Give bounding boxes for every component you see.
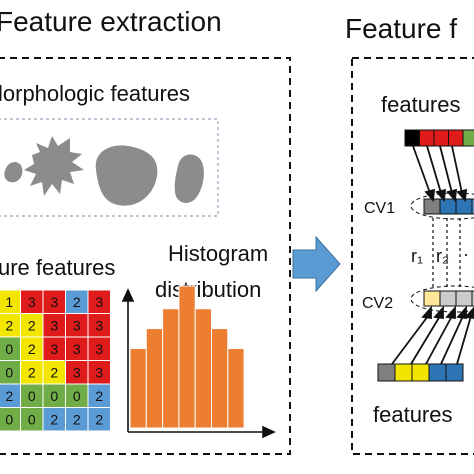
grid-cell-value: 0	[50, 388, 58, 404]
r2-label: r₂	[436, 246, 449, 266]
correlation-connectors	[432, 218, 461, 288]
cv1-strip-cell	[471, 198, 474, 215]
bottom-arrows	[391, 305, 474, 365]
grid-cell-value: 0	[5, 411, 13, 427]
grid-cell-value: 2	[73, 411, 81, 427]
grid-cell-value: 2	[50, 411, 58, 427]
histogram-bar	[162, 308, 180, 429]
grid-cell-value: 3	[50, 341, 58, 357]
bottom-feature-strip-cell	[411, 363, 430, 382]
grid-cell-value: 2	[28, 317, 36, 333]
grid-cell-value: 3	[95, 294, 103, 310]
cv1-strip-cell	[439, 198, 457, 215]
grid-cell-value: 2	[5, 317, 13, 333]
histogram-bar	[194, 308, 212, 429]
cv2-label: CV2	[362, 295, 394, 312]
feature-extraction-panel	[0, 57, 291, 455]
grid-cell-value: 3	[73, 364, 81, 380]
top-feature-strip-cell	[419, 129, 435, 147]
grid-cell-value: 0	[5, 364, 13, 380]
grid-cell-value: 0	[73, 388, 81, 404]
grid-cell-value: 0	[5, 341, 13, 357]
histogram-label-line2: distribution	[155, 277, 262, 302]
feature-extraction-title: Feature extraction	[0, 6, 222, 37]
cv2-strip-cell	[455, 290, 473, 307]
cv2-strip-cell	[423, 290, 441, 307]
top-feature-strip-cell	[462, 129, 474, 147]
features-bottom-label: features	[373, 402, 453, 427]
top-feature-strip-cell	[404, 129, 420, 147]
top-feature-strip-cell	[433, 129, 449, 147]
grid-cell-value: 3	[50, 317, 58, 333]
bottom-feature-strip-cell	[394, 363, 413, 382]
histogram-bar	[178, 285, 196, 429]
grid-cell-value: 0	[28, 388, 36, 404]
histogram-bar	[129, 347, 147, 429]
histogram-bar	[211, 328, 229, 429]
top-arrows	[412, 145, 468, 203]
grid-cell-value: 3	[95, 317, 103, 333]
elongated-cell-shape	[174, 154, 204, 203]
texture-features-label: ure features	[0, 255, 116, 280]
features-top-label: features	[381, 92, 461, 117]
grid-cell-value: 2	[50, 364, 58, 380]
ellipsis-label: ·	[463, 244, 469, 264]
grid-cell-value: 3	[95, 341, 103, 357]
cv1-strip-cell	[455, 198, 473, 215]
grid-cell-value: 2	[95, 411, 103, 427]
grid-cell-value: 0	[28, 411, 36, 427]
flow-arrow	[292, 235, 341, 293]
grid-cell-value: 3	[50, 294, 58, 310]
feature-strips	[377, 129, 474, 382]
bottom-feature-strip-cell	[445, 363, 464, 382]
bottom-feature-strip-cell	[377, 363, 396, 382]
small-blob-shape	[4, 162, 23, 183]
grid-cell-value: 2	[95, 388, 103, 404]
cv2-strip-cell	[471, 290, 474, 307]
top-feature-strip-cell	[448, 129, 464, 147]
r1-label: r₁	[411, 246, 424, 266]
grid-cell-value: 1	[5, 294, 13, 310]
cv2-strip-cell	[439, 290, 457, 307]
morphologic-shapes	[4, 136, 204, 206]
grid-cell-value: 2	[5, 388, 13, 404]
histogram-bar	[145, 328, 164, 429]
morphologic-features-label: lorphologic features	[0, 81, 191, 106]
oval-cell-shape	[95, 145, 158, 206]
histogram-axes	[121, 288, 276, 439]
grid-cell-value: 2	[73, 294, 81, 310]
histogram-label-line1: Histogram	[168, 241, 269, 266]
grid-cell-value: 3	[95, 364, 103, 380]
cv1-strip-cell	[423, 198, 441, 215]
grid-cell-value: 3	[28, 294, 36, 310]
histogram-bar	[227, 347, 245, 429]
morphologic-shapes-box	[0, 118, 219, 217]
grid-cell-value: 3	[73, 317, 81, 333]
grid-cell-value: 2	[28, 364, 36, 380]
histogram-bars	[129, 285, 245, 429]
spiky-cell-shape	[24, 136, 84, 196]
bottom-feature-strip-cell	[428, 363, 447, 382]
grid-cell	[87, 407, 111, 432]
grid-cell-value: 2	[28, 341, 36, 357]
feature-fusion-title: Feature f	[345, 13, 458, 44]
grid-cell-value: 3	[73, 341, 81, 357]
cv1-label: CV1	[364, 200, 396, 217]
feature-fusion-panel	[351, 57, 474, 455]
